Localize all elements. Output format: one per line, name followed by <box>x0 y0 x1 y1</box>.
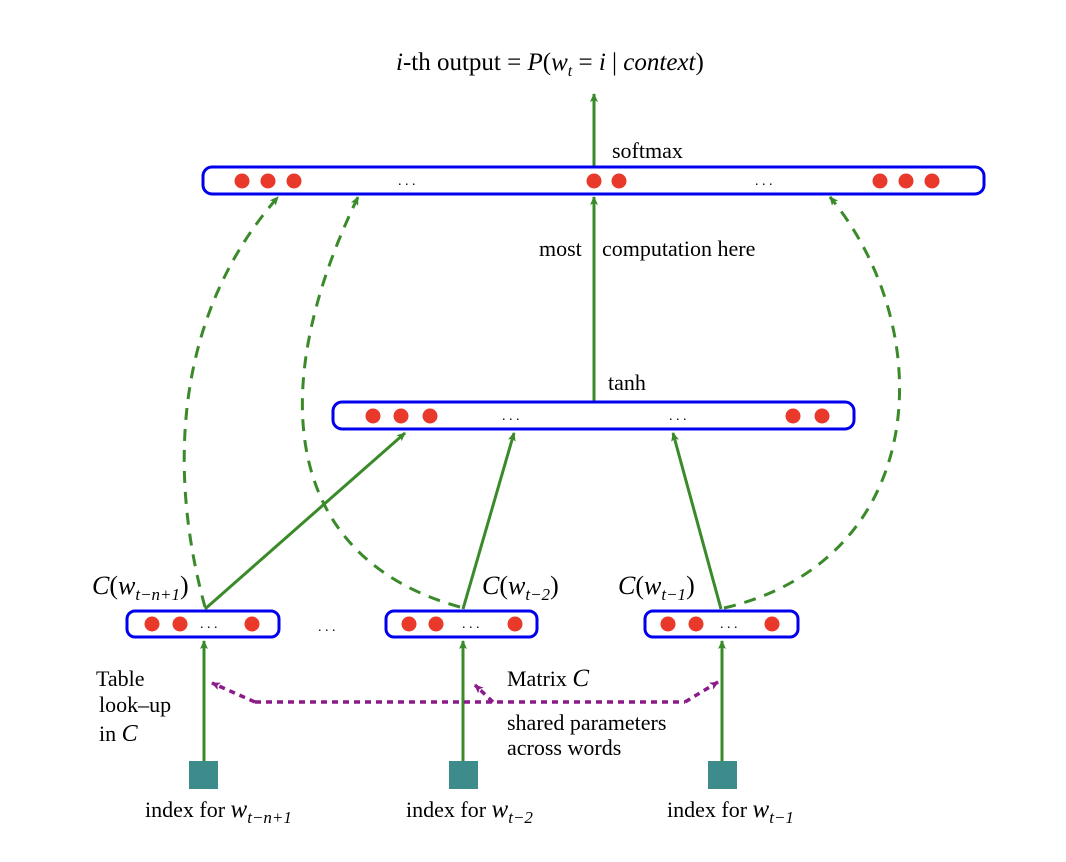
index-label-3: index for wt−1 <box>667 796 794 827</box>
tanh-label: tanh <box>608 370 646 395</box>
table-lookup-label-2: look–up <box>99 692 171 717</box>
softmax-ellipsis-left: . . . <box>398 174 416 189</box>
embedding-2: . . . <box>384 609 539 639</box>
direct-connection-1 <box>182 196 280 608</box>
embedding-1: . . . <box>125 609 281 639</box>
softmax-ellipsis-right: . . . <box>755 174 773 189</box>
neuron <box>401 616 417 632</box>
computation-note-right: computation here <box>602 236 755 261</box>
neuron <box>586 173 602 189</box>
embedding-3: . . . <box>643 609 800 639</box>
index-label-2: index for wt−2 <box>406 796 533 827</box>
direct-connection-2 <box>300 196 461 609</box>
neuron <box>688 616 704 632</box>
embedding-box <box>125 609 281 639</box>
index-label-1: index for wt−n+1 <box>145 796 292 827</box>
embedding-1-label: C(wt−n+1) <box>92 571 189 604</box>
neuron <box>764 616 780 632</box>
index-square-3 <box>708 761 737 789</box>
index-square-1 <box>189 761 218 789</box>
embedding-ellipsis: . . . <box>462 617 480 632</box>
table-lookup-label-1: Table <box>96 666 145 691</box>
neuron <box>872 173 888 189</box>
neuron <box>422 408 438 424</box>
tanh-ellipsis-right: . . . <box>669 409 687 424</box>
neuron <box>286 173 302 189</box>
embedding-box <box>643 609 800 639</box>
neuron <box>507 616 523 632</box>
softmax-label: softmax <box>612 138 683 163</box>
embedding-1-to-hidden-arrow <box>204 431 406 611</box>
matrix-c-label: Matrix C <box>507 665 589 692</box>
index-square-2 <box>449 761 478 789</box>
embedding-2-label: C(wt−2) <box>482 571 559 604</box>
neuron <box>365 408 381 424</box>
tanh-layer: . . . . . . <box>331 400 856 431</box>
neuron <box>898 173 914 189</box>
output-title: i-th output = P(wt = i | context) <box>396 49 704 80</box>
neuron <box>260 173 276 189</box>
computation-note-left: most <box>539 236 582 261</box>
neuron <box>244 616 260 632</box>
shared-params-label-1: shared parameters <box>507 710 666 735</box>
neuron <box>660 616 676 632</box>
table-lookup-label-3: in C <box>99 721 139 747</box>
embedding-3-to-hidden-arrow <box>671 432 723 610</box>
tanh-ellipsis-left: . . . <box>502 409 520 424</box>
embedding-box <box>384 609 539 639</box>
neuron <box>785 408 801 424</box>
softmax-layer: . . . . . . <box>201 165 986 196</box>
shared-params-label-2: across words <box>507 735 621 760</box>
neuron <box>924 173 940 189</box>
shared-params-arrow-2 <box>473 683 495 704</box>
neuron <box>172 616 188 632</box>
between-embeddings-ellipsis: . . . <box>318 620 336 635</box>
neuron <box>144 616 160 632</box>
embedding-ellipsis: . . . <box>200 617 218 632</box>
embedding-3-label: C(wt−1) <box>618 571 695 604</box>
neuron <box>234 173 250 189</box>
shared-params-arrow-1 <box>211 681 256 704</box>
shared-params-arrow-3 <box>684 680 719 704</box>
neuron <box>611 173 627 189</box>
neuron <box>393 408 409 424</box>
neuron <box>428 616 444 632</box>
embedding-ellipsis: . . . <box>720 617 738 632</box>
direct-connection-3 <box>723 196 902 610</box>
neuron <box>814 408 830 424</box>
embedding-2-to-hidden-arrow <box>461 432 516 610</box>
tanh-layer-box <box>331 400 856 431</box>
